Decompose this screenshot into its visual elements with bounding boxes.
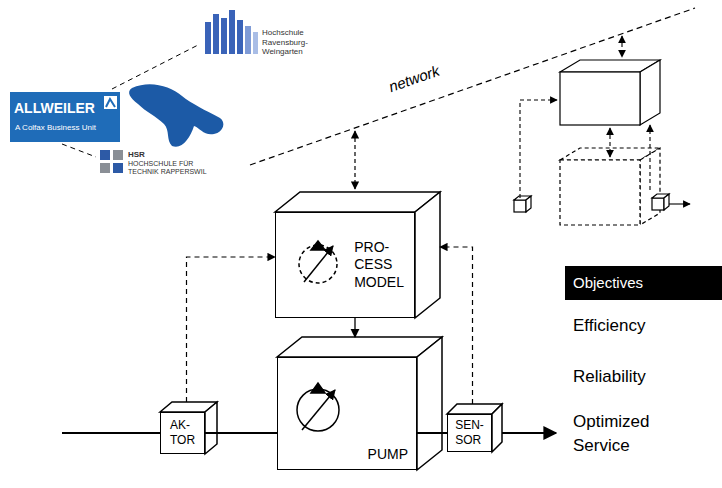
box-face <box>492 404 502 452</box>
objective-item: Reliability <box>573 367 646 387</box>
remote-link <box>649 125 650 190</box>
logo-link <box>112 44 200 89</box>
remote-station <box>652 198 664 210</box>
box-face <box>277 337 442 357</box>
hsr-logo <box>100 163 110 173</box>
process-model-box: PRO- CESS MODEL <box>275 212 415 318</box>
pipe-segment <box>205 432 277 434</box>
box-label: SEN- SOR <box>455 418 484 448</box>
remote-station <box>640 60 660 125</box>
hsr-logo <box>100 150 123 173</box>
allweiler-logo <box>104 96 117 109</box>
network-line <box>250 8 695 165</box>
box-face <box>417 337 442 470</box>
ravensburg-logo <box>205 10 258 54</box>
pipe <box>502 432 556 434</box>
allweiler-logo <box>106 99 115 107</box>
objective-item: Optimized Service <box>573 410 683 458</box>
pump-symbol <box>297 389 339 431</box>
logo-subtitle: A Colfax Business Unit <box>15 123 96 132</box>
ravensburg-logo <box>237 20 243 54</box>
box-face <box>275 192 440 212</box>
pump-symbol <box>304 246 333 282</box>
allweiler-logo <box>10 92 120 142</box>
pump-symbol <box>302 390 335 430</box>
box-face <box>277 337 442 470</box>
network-label: network <box>386 62 441 95</box>
lake-map <box>129 84 223 146</box>
ravensburg-logo <box>221 18 227 54</box>
signal-line <box>187 257 276 402</box>
hsr-logo <box>113 150 123 160</box>
panel-header: Objectives <box>565 266 722 300</box>
remote-link <box>669 203 690 204</box>
ravensburg-logo <box>245 26 251 54</box>
ravensburg-logo <box>213 14 219 54</box>
box-faces <box>160 192 502 470</box>
control-arrow <box>354 318 355 337</box>
remote-station <box>560 160 640 225</box>
logo-subtitle: HOCHSCHULE FÜR TECHNIK RAPPERSWIL <box>128 160 223 176</box>
logo-name: HSR <box>128 150 145 159</box>
remote-link <box>520 100 557 198</box>
remote-link <box>609 128 610 157</box>
signal-line <box>440 247 473 404</box>
pump-symbol <box>311 241 325 250</box>
network-link <box>354 131 355 189</box>
sensor-box: SEN- SOR <box>447 414 492 452</box>
hsr-logo <box>113 163 123 173</box>
remote-station <box>514 60 669 225</box>
hsr-logo <box>100 150 110 160</box>
box-face <box>275 192 440 318</box>
pump-symbol <box>311 383 325 393</box>
pump-box: PUMP <box>277 357 417 470</box>
pump-symbol <box>297 241 339 431</box>
logo-link <box>62 144 96 157</box>
box-label: PRO- CESS MODEL <box>354 239 404 292</box>
remote-station <box>664 194 669 210</box>
pipe <box>62 432 556 434</box>
logo-name: Hochschule Ravensburg-Weingarten <box>262 28 334 57</box>
remote-station <box>526 196 531 212</box>
remote-station <box>560 148 660 225</box>
pipe <box>62 432 160 434</box>
ravensburg-logo <box>229 10 235 54</box>
box-face <box>205 402 217 454</box>
ravensburg-logo <box>205 22 211 54</box>
allweiler-logo <box>10 92 120 142</box>
remote-link <box>621 36 622 57</box>
box-face <box>160 402 217 454</box>
remote-station <box>560 72 640 125</box>
ravensburg-logo <box>253 32 258 54</box>
remote-station <box>514 200 526 212</box>
box-label: AK- TOR <box>170 418 195 448</box>
pipe-segment <box>417 432 447 434</box>
objective-item: Efficiency <box>573 316 645 336</box>
box-label: PUMP <box>368 446 408 464</box>
logo-name: ALLWEILER <box>14 100 95 116</box>
objectives-panel: ObjectivesEfficiencyReliabilityOptimized… <box>565 266 722 488</box>
box-face <box>415 192 440 318</box>
remote-link <box>520 36 690 204</box>
box-face <box>447 404 502 452</box>
actuator-box: AK- TOR <box>160 412 205 454</box>
